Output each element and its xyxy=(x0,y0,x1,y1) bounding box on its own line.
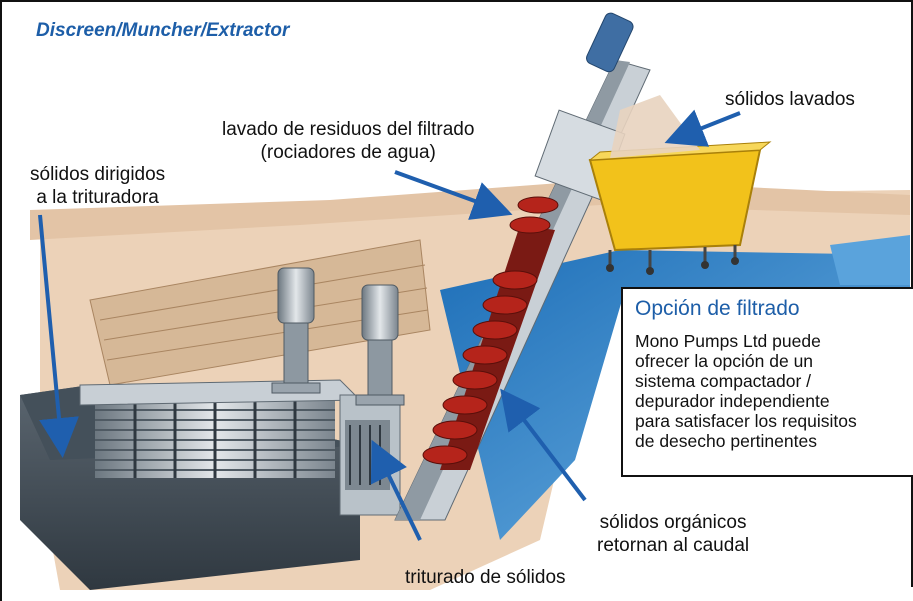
filter-option-line: depurador independiente xyxy=(635,391,830,411)
label-crushing: triturado de sólidos xyxy=(405,567,566,588)
drum-screens xyxy=(79,379,362,478)
label-organic-solids: sólidos orgánicos retornan al caudal xyxy=(597,512,750,556)
label-solids-directed: sólidos dirigidos a la trituradora xyxy=(30,164,166,208)
filter-option-title: Opción de filtrado xyxy=(635,297,800,320)
arrow-solids-washed xyxy=(664,109,741,147)
filter-option-line: para satisfacer los requisitos xyxy=(635,411,857,431)
arrow-wash-sprayers xyxy=(394,170,513,220)
screw-conveyor xyxy=(394,12,651,521)
filter-option-box: Opción de filtrado Mono Pumps Ltd puede … xyxy=(621,287,913,477)
diagram-title: Discreen/Muncher/Extractor xyxy=(36,20,290,41)
arrow-solids-directed xyxy=(38,214,79,458)
filter-option-line: Mono Pumps Ltd puede xyxy=(635,331,821,351)
arrow-crushing xyxy=(370,439,422,541)
macerator-housing xyxy=(339,394,401,516)
motors xyxy=(271,267,405,406)
filter-option-line: de desecho pertinentes xyxy=(635,431,817,451)
filter-option-line: ofrecer la opción de un xyxy=(635,351,814,371)
leader-arrows xyxy=(38,109,741,541)
filter-option-line: sistema compactador / xyxy=(635,371,812,391)
arrow-organic-solids xyxy=(500,388,587,502)
label-wash-sprayers: lavado de residuos del filtrado (rociado… xyxy=(222,119,475,163)
label-solids-washed: sólidos lavados xyxy=(725,89,855,110)
